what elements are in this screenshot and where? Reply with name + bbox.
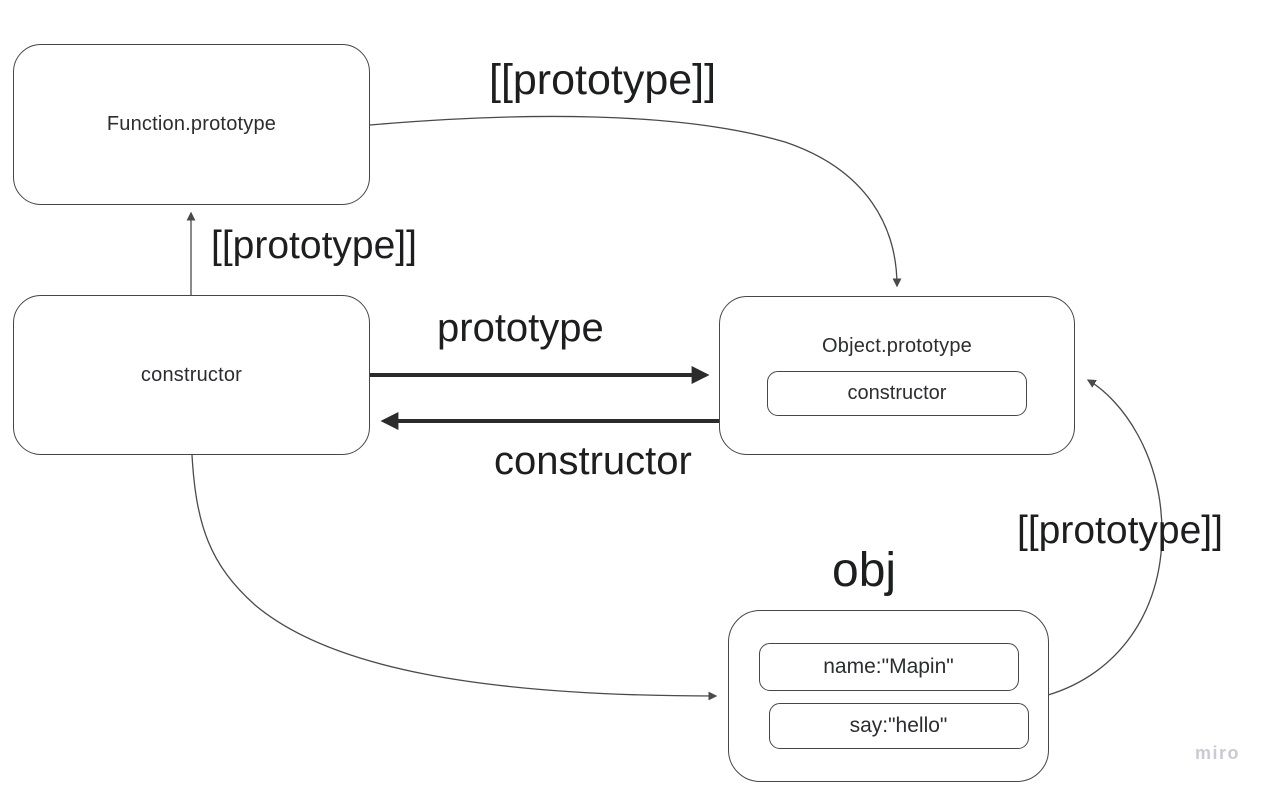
obj-title[interactable]: obj	[832, 544, 897, 597]
miro-logo: miro	[1194, 743, 1240, 763]
node-function-prototype-label: Function.prototype	[106, 113, 277, 135]
edge-label-left-prototype[interactable]: [[prototype]]	[211, 224, 417, 267]
object-prototype-constructor-field[interactable]: constructor	[767, 371, 1027, 416]
obj-say-field-label: say:"hello"	[849, 714, 948, 737]
obj-say-field[interactable]: say:"hello"	[768, 703, 1029, 749]
node-constructor[interactable]: constructor	[13, 295, 370, 455]
arrow-constructor-to-obj[interactable]	[191, 454, 718, 701]
edge-label-top-prototype[interactable]: [[prototype]]	[489, 56, 717, 104]
node-constructor-label: constructor	[140, 363, 243, 386]
edge-label-constructor[interactable]: constructor	[494, 439, 692, 483]
edge-label-right-prototype[interactable]: [[prototype]]	[1017, 509, 1223, 552]
node-object-prototype[interactable]: Object.prototype constructor	[719, 296, 1075, 455]
edge-label-prototype[interactable]: prototype	[437, 306, 604, 350]
node-function-prototype[interactable]: Function.prototype	[13, 44, 370, 205]
obj-name-field[interactable]: name:"Mapin"	[758, 643, 1019, 691]
node-obj[interactable]: name:"Mapin" say:"hello"	[728, 610, 1049, 782]
object-prototype-constructor-field-label: constructor	[847, 382, 947, 404]
arrow-function-prototype-to-object-prototype[interactable]	[369, 115, 902, 288]
obj-name-field-label: name:"Mapin"	[823, 655, 954, 678]
node-object-prototype-label: Object.prototype	[822, 335, 972, 357]
